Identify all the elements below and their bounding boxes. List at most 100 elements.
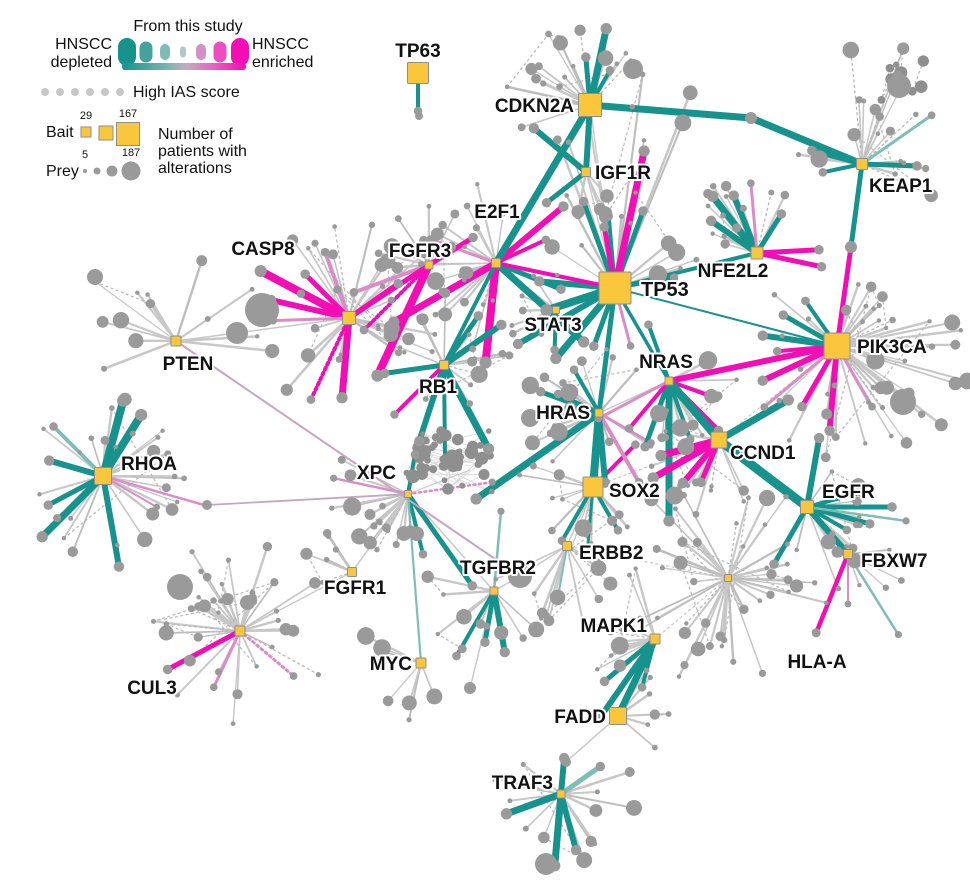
prey-node[interactable] [885, 126, 895, 136]
prey-node[interactable] [550, 459, 555, 464]
prey-node[interactable] [776, 209, 787, 219]
bait-node-fadd[interactable] [609, 707, 627, 725]
prey-node[interactable] [647, 674, 653, 681]
prey-node[interactable] [840, 304, 852, 316]
prey-node[interactable] [438, 307, 453, 322]
prey-node[interactable] [165, 503, 179, 516]
prey-node[interactable] [322, 528, 332, 538]
prey-node[interactable] [553, 469, 565, 481]
prey-node[interactable] [631, 440, 640, 449]
prey-node[interactable] [842, 525, 852, 535]
prey-node[interactable] [786, 438, 792, 443]
prey-node[interactable] [546, 429, 555, 438]
prey-node[interactable] [644, 320, 653, 329]
cluster-node[interactable] [893, 61, 900, 68]
prey-node[interactable] [672, 506, 678, 512]
prey-node[interactable] [306, 246, 311, 251]
prey-node[interactable] [768, 189, 775, 196]
prey-node[interactable] [43, 500, 54, 510]
prey-node[interactable] [394, 215, 402, 222]
prey-node[interactable] [784, 561, 790, 567]
prey-node[interactable] [553, 389, 563, 399]
prey-node[interactable] [570, 844, 582, 856]
prey-node[interactable] [595, 711, 606, 723]
prey-node[interactable] [622, 638, 628, 644]
prey-node[interactable] [67, 546, 79, 557]
prey-node[interactable] [418, 260, 425, 268]
prey-node[interactable] [468, 232, 478, 243]
prey-node[interactable] [174, 499, 180, 505]
prey-node[interactable] [855, 96, 863, 104]
bait-node-cul3[interactable] [234, 625, 246, 637]
prey-node[interactable] [783, 493, 789, 500]
bait-node-egfr[interactable] [800, 500, 814, 514]
prey-node[interactable] [927, 319, 932, 324]
prey-node[interactable] [392, 541, 400, 549]
prey-node[interactable] [463, 202, 471, 210]
prey-node[interactable] [856, 514, 862, 520]
prey-node[interactable] [61, 535, 67, 541]
prey-node[interactable] [470, 493, 482, 505]
prey-node[interactable] [871, 306, 876, 311]
prey-node[interactable] [309, 577, 321, 589]
prey-node[interactable] [560, 383, 579, 402]
prey-node[interactable] [805, 316, 812, 322]
prey-node[interactable] [780, 190, 790, 200]
prey-node[interactable] [594, 789, 600, 795]
prey-node[interactable] [450, 209, 460, 219]
prey-node[interactable] [174, 692, 180, 698]
prey-node[interactable] [842, 41, 860, 59]
prey-node[interactable] [823, 600, 829, 606]
prey-node[interactable] [551, 423, 557, 429]
prey-node-large[interactable] [245, 293, 279, 327]
bait-node-traf3[interactable] [556, 789, 566, 799]
prey-node[interactable] [825, 391, 831, 397]
prey-node[interactable] [539, 372, 550, 383]
prey-node[interactable] [579, 618, 586, 625]
prey-node[interactable] [41, 426, 46, 432]
prey-node[interactable] [344, 469, 357, 482]
prey-node[interactable] [720, 212, 727, 219]
prey-node[interactable] [320, 247, 330, 257]
bait-node-sox2[interactable] [582, 476, 604, 498]
prey-node[interactable] [225, 557, 232, 563]
prey-node-large[interactable] [87, 269, 103, 285]
prey-node[interactable] [834, 548, 844, 558]
prey-node-large[interactable] [202, 500, 212, 510]
prey-node[interactable] [707, 190, 719, 202]
prey-node[interactable] [674, 114, 692, 132]
prey-node[interactable] [529, 462, 537, 470]
prey-node[interactable] [831, 382, 838, 389]
prey-node[interactable] [644, 492, 659, 507]
bait-node-tp53[interactable] [598, 271, 632, 305]
prey-node[interactable] [865, 519, 875, 529]
prey-node[interactable] [202, 572, 212, 582]
prey-node[interactable] [671, 419, 690, 437]
prey-node[interactable] [640, 442, 650, 452]
cluster-node[interactable] [456, 448, 463, 454]
prey-node[interactable] [466, 332, 472, 337]
prey-node[interactable] [650, 404, 668, 423]
prey-node[interactable] [589, 341, 599, 352]
cluster-node[interactable] [476, 441, 485, 449]
prey-node[interactable] [419, 235, 429, 246]
prey-node[interactable] [677, 438, 695, 456]
prey-node[interactable] [255, 334, 260, 339]
prey-node[interactable] [912, 161, 922, 171]
prey-node[interactable] [379, 368, 390, 379]
prey-node[interactable] [53, 513, 62, 523]
prey-node[interactable] [379, 253, 396, 269]
prey-node-large[interactable] [415, 112, 423, 120]
prey-node[interactable] [934, 418, 948, 432]
prey-node[interactable] [581, 52, 591, 62]
prey-node[interactable] [135, 408, 148, 422]
prey-node[interactable] [512, 338, 524, 350]
prey-node[interactable] [77, 450, 82, 455]
bait-node-xpc[interactable] [404, 490, 412, 498]
prey-node-large[interactable] [226, 322, 248, 344]
prey-node[interactable] [571, 205, 585, 219]
prey-node[interactable] [328, 249, 338, 260]
prey-node[interactable] [708, 488, 714, 493]
prey-node[interactable] [590, 560, 607, 576]
cluster-node[interactable] [914, 80, 928, 94]
